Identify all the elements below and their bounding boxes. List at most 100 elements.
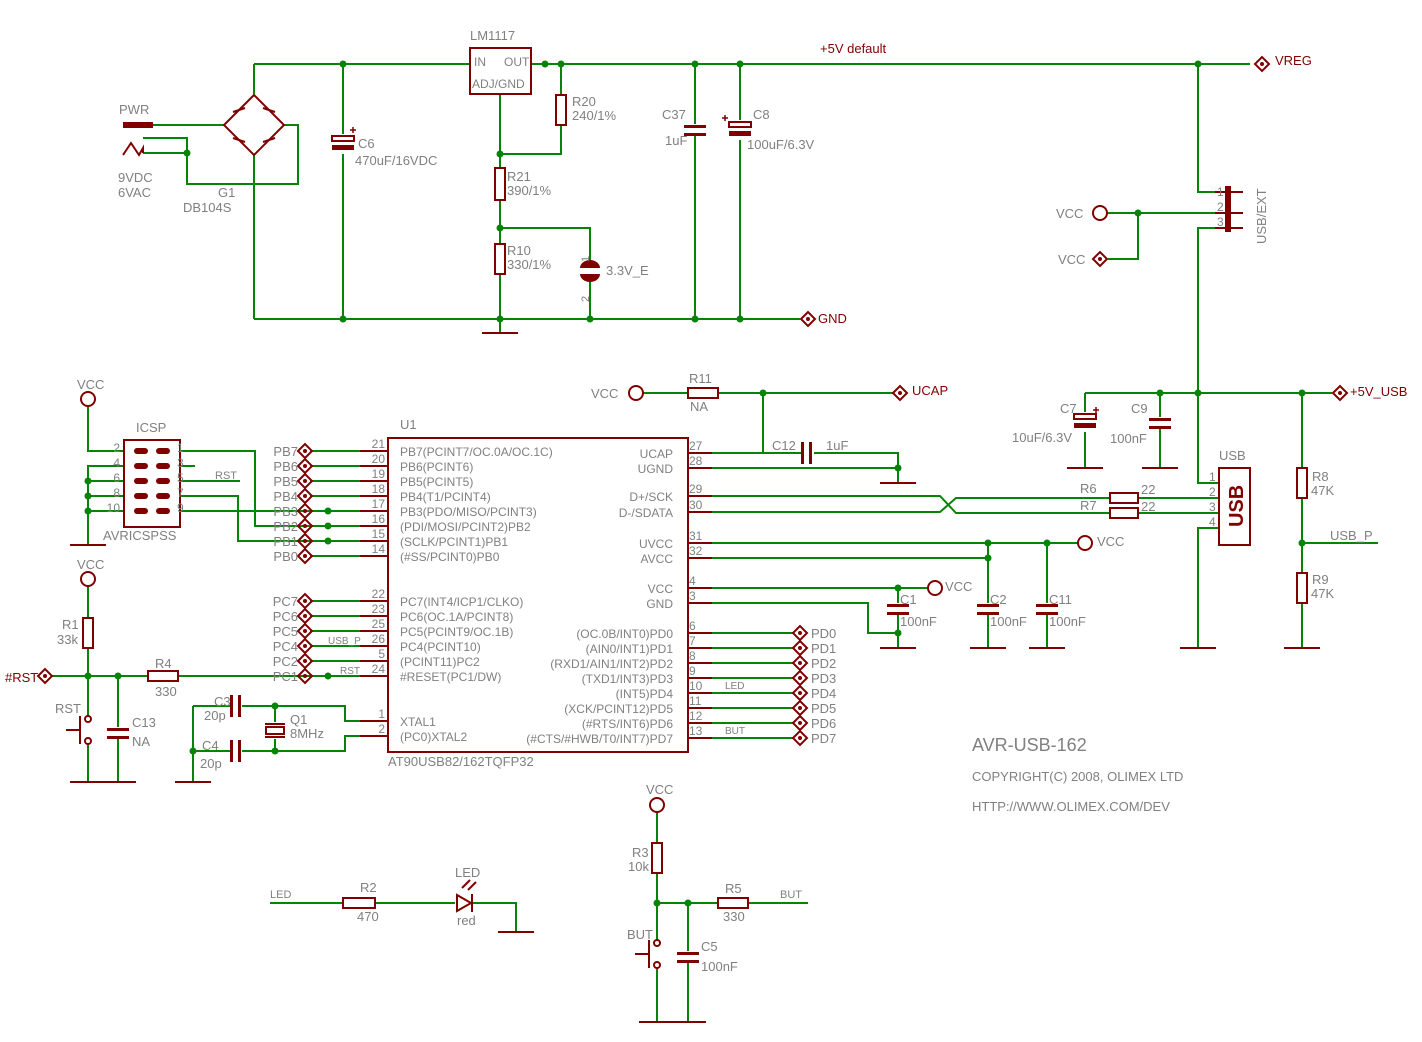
u1-left-pins-10-func-label: PC5(PCINT9/OC.1B)	[400, 625, 513, 639]
c13-capacitor	[107, 736, 129, 739]
usb-ext-pins-0-label: 1	[1217, 185, 1224, 199]
u1-right-pins-8-port-label: PD0	[811, 626, 836, 641]
title-copyright-label: COPYRIGHT(C) 2008, OLIMEX LTD	[972, 769, 1183, 784]
junction-dot	[541, 60, 549, 68]
crystal	[265, 726, 285, 735]
wire	[242, 705, 388, 722]
junction-dot	[84, 492, 92, 500]
junction-dot	[84, 507, 92, 515]
button-sw-label: BUT	[627, 927, 653, 942]
supply-circle-icon	[80, 571, 96, 587]
net-port-icon	[791, 624, 809, 642]
u1-right-pins-4-func-label: UVCC	[639, 537, 673, 551]
icsp-pin	[134, 478, 148, 484]
net-port-icon	[791, 729, 809, 747]
net-port-icon	[296, 622, 314, 640]
usb-net-label: +5V_USB	[1350, 384, 1407, 399]
switch-contact	[653, 939, 661, 947]
junction-dot	[271, 702, 279, 710]
junction-dot	[496, 224, 504, 232]
button-net-label: BUT	[780, 889, 802, 901]
u1-left-pins-14-func-label: XTAL1	[400, 715, 436, 729]
jumper-pin2-label: 2	[580, 296, 592, 302]
c8-capacitor	[729, 131, 751, 136]
u1-right-pins-9-port-label: PD1	[811, 641, 836, 656]
wire	[472, 902, 517, 932]
usb-ext-label: USB/EXT	[1254, 188, 1269, 244]
r6-resistor	[1109, 492, 1139, 504]
u1-left-pins-4-port-label: PB3	[273, 504, 298, 519]
u1-right-pins-8-func-label: (OC.0B/INT0)PD0	[576, 627, 673, 641]
wire	[688, 497, 1110, 513]
u1-right-pins-2-num-label: 29	[689, 482, 703, 496]
wire	[500, 125, 562, 155]
junction-dot	[84, 477, 92, 485]
u1-right-pins-0-func-label: UCAP	[640, 447, 673, 461]
wire	[1197, 64, 1215, 193]
icsp-pin	[134, 463, 148, 469]
u1-right-pins-3-num-label: 30	[689, 498, 703, 512]
icsp-pin	[134, 493, 148, 499]
junction-dot	[1134, 209, 1142, 217]
u1-right-pins-10-port-label: PD2	[811, 656, 836, 671]
net-port-icon	[296, 592, 314, 610]
switch-contact	[84, 715, 92, 723]
u1-right-pins-12-func-label: (INT5)PD4	[616, 687, 674, 701]
net-port-icon	[798, 676, 802, 680]
decoupling-c11-ref-label: C11	[1049, 592, 1072, 607]
reset-sw-label: RST	[55, 701, 81, 716]
u1-left-pins-10-port-label: PC5	[273, 624, 298, 639]
net-port-icon	[791, 654, 809, 672]
net-port-icon	[303, 599, 307, 603]
wire	[180, 495, 310, 542]
icsp-pin	[156, 493, 170, 499]
u1-right-pins-15-func-label: (#CTS/#HWB/T0/INT7)PD7	[526, 732, 673, 746]
wire	[1197, 527, 1219, 648]
u1-part-label: AT90USB82/162TQFP32	[388, 754, 534, 769]
decoupling-c11-val-label: 100nF	[1049, 614, 1086, 629]
usb-r8-val-label: 47K	[1311, 483, 1334, 498]
u1-right-pins-12-port-label: PD4	[811, 686, 836, 701]
icsp-pin-number: 3	[177, 456, 184, 470]
usb-r7-ref-label: R7	[1080, 498, 1097, 513]
c8-capacitor	[728, 121, 752, 128]
wires	[52, 60, 1378, 1022]
u1-left-pins-4-num-label: 17	[372, 497, 386, 511]
junction-dot	[189, 747, 197, 755]
c12-capacitor	[801, 442, 804, 464]
diode-icon	[262, 137, 276, 143]
net-port-icon	[791, 669, 809, 687]
u1-right-pins-10-num-label: 8	[689, 649, 696, 663]
u1-left-pins-2-num-label: 19	[372, 467, 386, 481]
power-gnd-label: GND	[818, 311, 847, 326]
plus-icon	[722, 115, 728, 121]
u1-left-pins-8-num-label: 22	[372, 587, 386, 601]
icsp-pin-number: 6	[113, 471, 120, 485]
u1-left-pins-1-func-label: PB6(PCINT6)	[400, 460, 473, 474]
net-port-icon	[303, 674, 307, 678]
u1-right-pins-13-func-label: (XCK/PCINT12)PD5	[564, 702, 673, 716]
c6-capacitor	[331, 135, 355, 142]
c5-capacitor	[677, 952, 699, 955]
net-port-icon	[1098, 257, 1102, 261]
u1-left-pins-13-num-label: 24	[372, 662, 386, 676]
usb-c9-val-label: 100nF	[1110, 431, 1147, 446]
power-c8-ref-label: C8	[753, 107, 770, 122]
net-port-icon	[303, 554, 307, 558]
u1-right-pins-5-num-label: 32	[689, 544, 703, 558]
usb-r9-ref-label: R9	[1312, 572, 1329, 587]
junction-dot	[894, 584, 902, 592]
junction-dot	[684, 899, 692, 907]
net-port-icon	[1091, 250, 1109, 268]
u1-right-pins-10-func-label: (RXD1/AIN1/INT2)PD2	[550, 657, 673, 671]
usb-c7-val-label: 10uF/6.3V	[1012, 430, 1072, 445]
plus-icon	[350, 127, 356, 133]
net-port-icon	[296, 502, 314, 520]
net-port-icon	[303, 614, 307, 618]
u1-left-pins-6-func-label: (SCLK/PCINT1)PB1	[400, 535, 508, 549]
net-port-icon	[296, 652, 314, 670]
components	[36, 47, 1349, 1023]
icsp-pin-number: 10	[107, 501, 121, 515]
icsp-pin-number: 2	[113, 441, 120, 455]
usb-ext-vcc2-label: VCC	[1058, 252, 1085, 267]
